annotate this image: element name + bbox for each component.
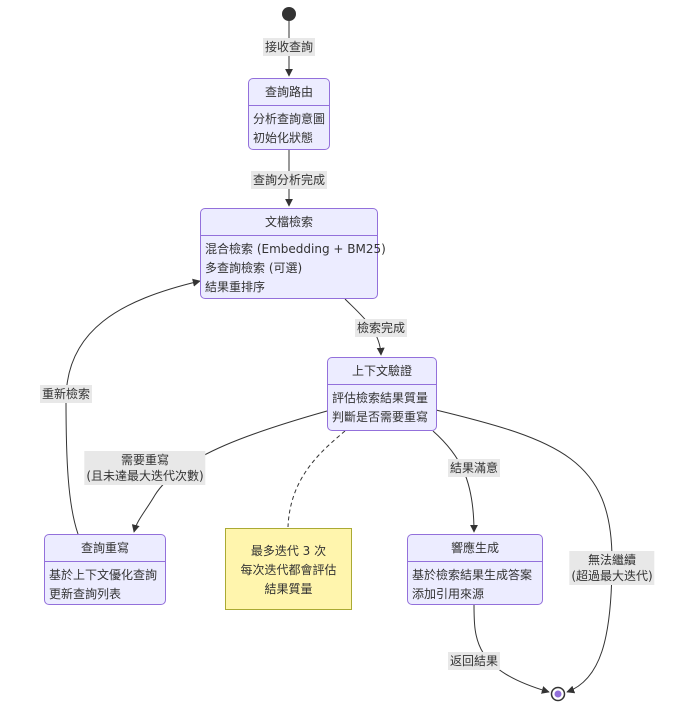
state-title: 上下文驗證	[328, 358, 436, 385]
iteration-note: 最多迭代 3 次 每次迭代都會評估 結果質量	[225, 528, 352, 610]
edge-label-analysis-done: 查詢分析完成	[250, 171, 328, 189]
note-line: 每次迭代都會評估	[240, 563, 337, 577]
edge-label-satisfied: 結果滿意	[447, 459, 501, 477]
edge-label-line: (超過最大迭代)	[571, 569, 653, 583]
state-line: 判斷是否需要重寫	[332, 410, 429, 424]
state-line: 分析查詢意圖	[253, 112, 326, 126]
edge-label-return-result: 返回結果	[447, 652, 501, 670]
edge-label-re-retrieve: 重新檢索	[39, 385, 93, 403]
state-document-retrieval: 文檔檢索 混合檢索 (Embedding + BM25) 多查詢檢索 (可選) …	[200, 208, 386, 299]
state-line: 添加引用來源	[412, 587, 485, 601]
state-line: 更新查詢列表	[49, 587, 122, 601]
state-line: 初始化狀態	[253, 131, 314, 145]
edge-label-line: (且未達最大迭代次數)	[86, 469, 204, 483]
state-body: 基於檢索結果生成答案 添加引用來源	[408, 562, 542, 604]
state-line: 混合檢索 (Embedding + BM25)	[205, 242, 386, 256]
edge-label-need-rewrite: 需要重寫 (且未達最大迭代次數)	[84, 451, 206, 485]
edge-label-line: 需要重寫	[120, 453, 169, 467]
edge-label-cannot-continue: 無法繼續 (超過最大迭代)	[569, 551, 655, 585]
edge-label-receive-query: 接收查詢	[262, 38, 316, 56]
edge-validation-to-note	[287, 430, 346, 528]
state-line: 多查詢檢索 (可選)	[205, 261, 303, 275]
state-body: 基於上下文優化查詢 更新查詢列表	[45, 562, 165, 604]
note-line: 結果質量	[264, 582, 313, 596]
edge-validation-to-generation	[432, 430, 478, 533]
edge-label-retrieval-done: 檢索完成	[354, 319, 408, 337]
state-title: 查詢重寫	[45, 535, 165, 562]
state-title: 響應生成	[408, 535, 542, 562]
state-query-rewrite: 查詢重寫 基於上下文優化查詢 更新查詢列表	[44, 534, 166, 605]
state-query-routing: 查詢路由 分析查詢意圖 初始化狀態	[248, 78, 330, 150]
state-title: 文檔檢索	[201, 209, 377, 236]
state-body: 分析查詢意圖 初始化狀態	[249, 106, 329, 148]
end-state-inner	[554, 690, 562, 698]
state-line: 評估檢索結果質量	[332, 391, 429, 405]
edge-label-line: 無法繼續	[587, 553, 636, 567]
state-title: 查詢路由	[249, 79, 329, 106]
state-line: 基於上下文優化查詢	[49, 568, 158, 582]
state-line: 結果重排序	[205, 280, 266, 294]
edge-generation-to-end	[473, 603, 550, 694]
start-state	[282, 7, 296, 21]
state-response-generation: 響應生成 基於檢索結果生成答案 添加引用來源	[407, 534, 543, 605]
edge-rewrite-to-retrieval	[65, 278, 201, 535]
state-body: 混合檢索 (Embedding + BM25) 多查詢檢索 (可選) 結果重排序	[201, 236, 386, 297]
edge-validation-to-end	[435, 409, 613, 694]
state-context-validation: 上下文驗證 評估檢索結果質量 判斷是否需要重寫	[327, 357, 437, 431]
note-line: 最多迭代 3 次	[250, 544, 327, 558]
state-line: 基於檢索結果生成答案	[412, 568, 533, 582]
state-body: 評估檢索結果質量 判斷是否需要重寫	[328, 385, 436, 427]
